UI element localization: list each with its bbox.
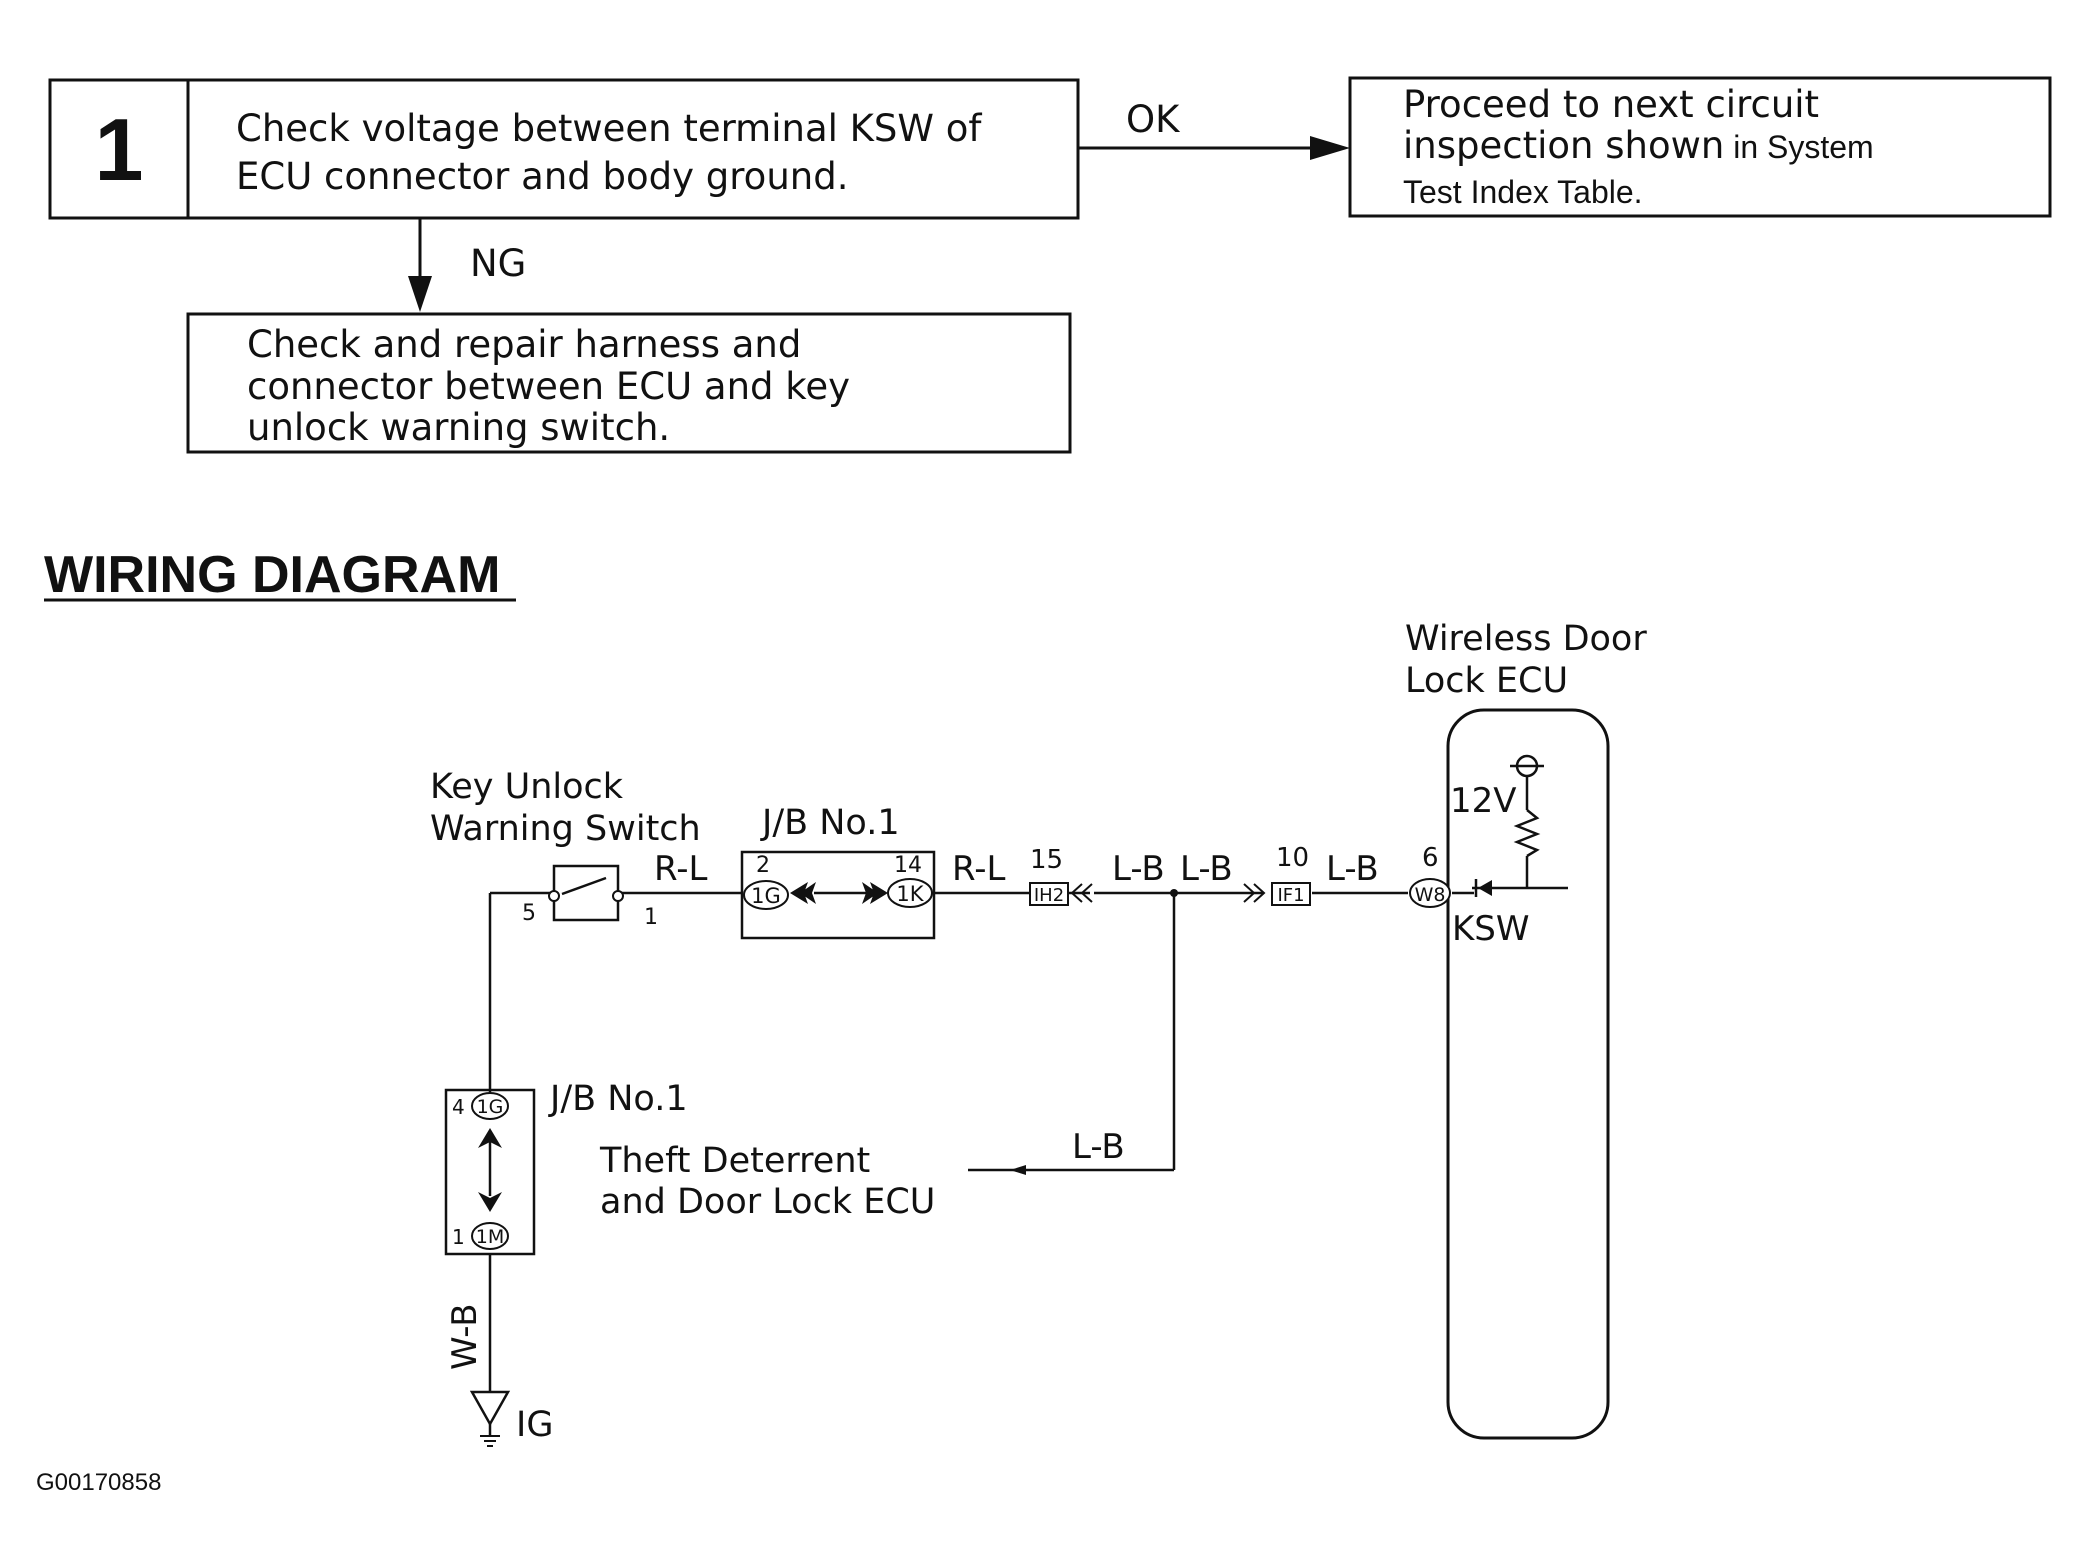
step-text-line1: Check voltage between terminal KSW of [236,107,982,150]
connector-w8: W8 [1415,884,1446,906]
jb-pin-14: 14 [894,853,922,878]
wire-rl-2: R-L [952,849,1006,889]
key-unlock-warning-switch: Key Unlock Warning Switch 5 1 [430,767,701,930]
connector-1g-top: 1G [751,884,781,908]
diode-icon [1478,880,1492,896]
step-text-line2: ECU connector and body ground. [236,155,848,198]
wire-lb-3: L-B [1326,849,1379,889]
ok-result-box: Proceed to next circuit inspection shown… [1348,76,2052,218]
ng-label: NG [470,242,526,285]
ng-result-box: Check and repair harness and connector b… [186,312,1072,454]
theft-line1: Theft Deterrent [599,1141,870,1181]
connector-1k: 1K [896,882,924,906]
ok-text-line1: Proceed to next circuit [1403,83,1819,126]
wire-wb: W-B [445,1303,485,1370]
ng-text-line1: Check and repair harness and [247,323,801,366]
switch-pin-1: 1 [644,905,658,930]
wire-lb-1: L-B [1112,849,1165,889]
wire-rl-1: R-L [654,849,708,889]
ng-text-line2: connector between ECU and key [247,365,850,408]
junction-block-top: J/B No.1 1G 1K 2 14 [740,803,936,940]
jb-pin-2: 2 [756,853,770,878]
switch-title-line2: Warning Switch [430,809,701,849]
resistor-icon [1513,809,1541,858]
ground-icon [469,1390,511,1427]
ecu-title-line2: Lock ECU [1405,661,1568,701]
connector-1g-left: 1G [477,1096,504,1118]
jb-pin-1: 1 [452,1225,465,1249]
ecu-title-line1: Wireless Door [1405,619,1647,659]
ok-arrow: OK [1078,98,1350,160]
ground-label: IG [516,1405,553,1445]
wiring-heading-text: WIRING DIAGRAM [44,546,500,604]
ok-text-line3: Test Index Table. [1403,174,1643,210]
connector-ih2: IH2 [1034,885,1064,906]
jb-left-label: J/B No.1 [548,1079,688,1119]
step-number: 1 [95,100,144,199]
switch-pin-5: 5 [522,901,536,926]
connector-if1-block: 10 IF1 [1243,843,1311,906]
ecu-body [1446,708,1610,1440]
wire-lb-2: L-B [1180,849,1233,889]
jb-pin-4: 4 [452,1095,465,1119]
connector-if1: IF1 [1277,885,1304,906]
switch-contact-icon [561,876,607,896]
wire-lb-4: L-B [1072,1127,1125,1167]
pin-15: 15 [1030,845,1063,875]
figure-id: G00170858 [36,1469,161,1496]
theft-deterrent-branch: L-B Theft Deterrent and Door Lock ECU [599,889,1178,1222]
pin-10: 10 [1276,843,1309,873]
jb-top-label: J/B No.1 [760,803,900,843]
ksw-terminal-label: KSW [1452,909,1530,949]
pin-6: 6 [1422,843,1439,873]
switch-title-line1: Key Unlock [430,767,624,807]
connector-ih2-block: 15 IH2 [1029,845,1093,906]
ng-arrow: NG [408,218,526,312]
ng-text-line3: unlock warning switch. [247,406,670,449]
ok-text-line2-a: inspection shown [1403,124,1724,167]
connector-1m: 1M [476,1226,504,1248]
ok-label: OK [1126,98,1181,141]
ok-text-line2-b: in System [1724,129,1873,165]
wireless-door-lock-ecu: Wireless Door Lock ECU 12V KSW [1405,619,1647,1440]
voltage-label: 12V [1450,781,1517,821]
wiring-heading: WIRING DIAGRAM [44,546,516,604]
ground-branch: J/B No.1 1G 4 1M 1 W-B IG [444,893,688,1447]
ok-text-line2: inspection shown in System [1403,124,1874,167]
connector-w8-block: 6 W8 [1409,843,1451,908]
theft-line2: and Door Lock ECU [600,1182,935,1222]
step-1-box: 1 Check voltage between terminal KSW of … [48,78,1080,220]
